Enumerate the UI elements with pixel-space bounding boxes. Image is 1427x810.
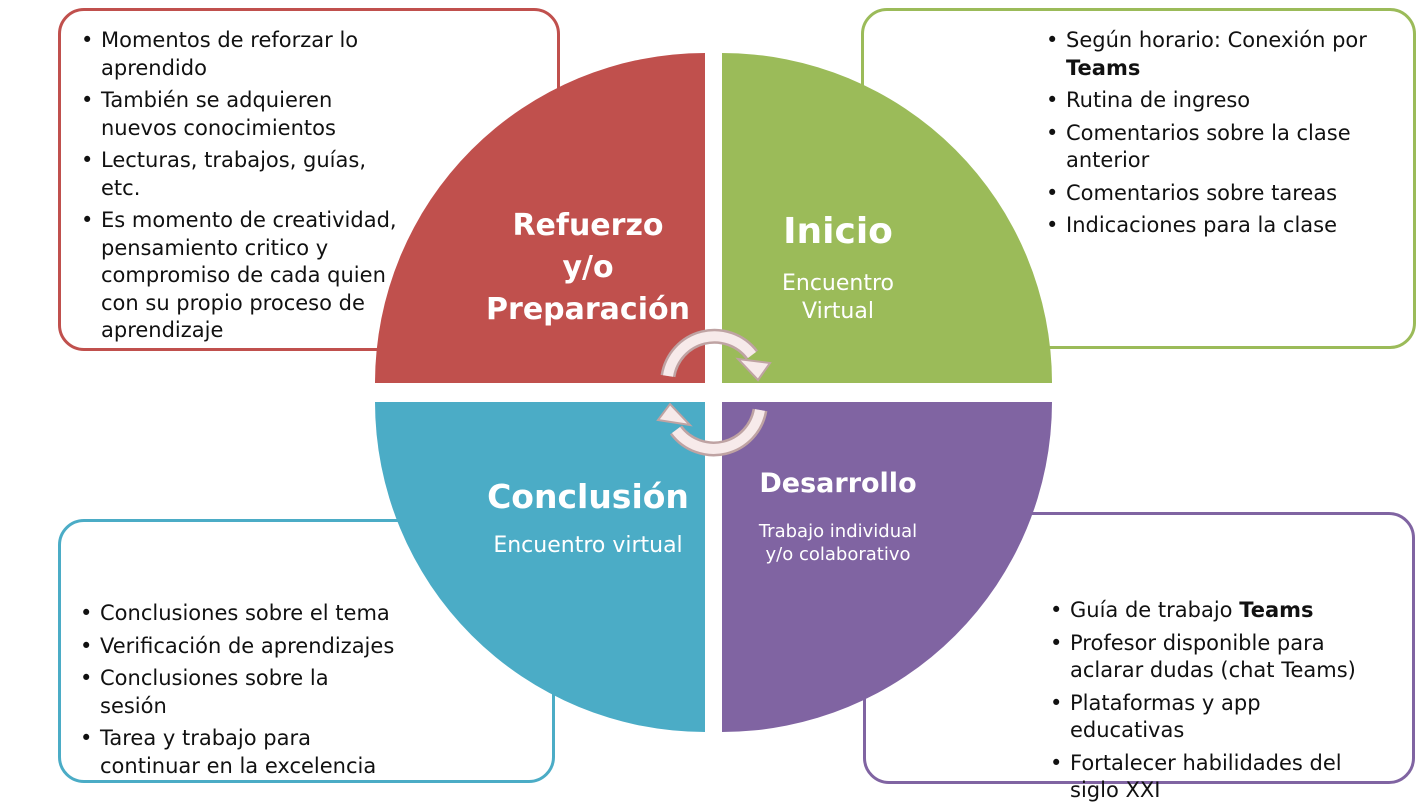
- list-item: Verificación de aprendizajes: [66, 633, 396, 661]
- inicio-title: Inicio: [783, 211, 893, 252]
- desarrollo-title: Desarrollo: [759, 468, 917, 499]
- refuerzo-title-line: y/o: [562, 250, 614, 285]
- quadrant-desarrollo: [722, 402, 1052, 732]
- desarrollo-list: Guía de trabajo Teams Profesor disponibl…: [1036, 597, 1381, 810]
- refuerzo-title-line: Preparación: [486, 292, 690, 327]
- list-item: Lecturas, trabajos, guías, etc.: [67, 147, 397, 202]
- list-item: Tarea y trabajo para continuar en la exc…: [66, 725, 390, 780]
- list-item: Momentos de reforzar lo aprendido: [67, 27, 397, 82]
- list-item: Según horario: Conexión por Teams: [1032, 27, 1372, 82]
- conclusion-subtitle: Encuentro virtual: [493, 533, 683, 558]
- list-item: Conclusiones sobre el tema: [66, 600, 396, 628]
- cycle-arrow-top-icon: [660, 328, 772, 382]
- refuerzo-title-line: Refuerzo: [512, 208, 664, 243]
- desarrollo-subtitle-line: y/o colaborativo: [765, 544, 911, 565]
- quadrant-conclusion: [375, 402, 705, 732]
- cycle-wheel: [375, 53, 1052, 732]
- list-item-bold: Teams: [1066, 55, 1141, 80]
- inicio-subtitle: Encuentro Virtual: [748, 270, 928, 326]
- list-item: Indicaciones para la clase: [1032, 212, 1372, 240]
- desarrollo-subtitle: Trabajo individual y/o colaborativo: [738, 520, 938, 566]
- list-item: También se adquieren nuevos conocimiento…: [67, 87, 397, 142]
- inicio-subtitle-line: Encuentro: [781, 271, 894, 296]
- list-item: Comentarios sobre tareas: [1032, 180, 1372, 208]
- list-item: Profesor disponible para aclarar dudas (…: [1036, 630, 1381, 685]
- list-item: Plataformas y app educativas: [1036, 690, 1381, 745]
- refuerzo-list: Momentos de reforzar lo aprendido Tambié…: [67, 27, 397, 350]
- list-item-text: Guía de trabajo: [1070, 598, 1240, 622]
- conclusion-title: Conclusión: [487, 477, 689, 516]
- list-item: Guía de trabajo Teams: [1036, 597, 1381, 625]
- cycle-arrow-bottom-icon: [656, 402, 768, 457]
- refuerzo-title: Refuerzo y/o Preparación: [478, 205, 698, 331]
- list-item-bold: Teams: [1239, 598, 1314, 622]
- desarrollo-subtitle-line: Trabajo individual: [758, 521, 918, 542]
- inicio-subtitle-line: Virtual: [802, 299, 874, 324]
- list-item: Rutina de ingreso: [1032, 87, 1372, 115]
- quadrant-refuerzo: [375, 53, 705, 383]
- desarrollo-box: Guía de trabajo Teams Profesor disponibl…: [863, 512, 1415, 802]
- list-item-text: Según horario: Conexión por: [1066, 28, 1367, 52]
- list-item: Conclusiones sobre la sesión: [66, 665, 396, 720]
- list-item: Comentarios sobre la clase anterior: [1032, 120, 1372, 175]
- conclusion-list: Conclusiones sobre el tema Verificación …: [66, 600, 396, 785]
- quadrant-inicio: [722, 53, 1052, 383]
- inicio-list: Según horario: Conexión por Teams Rutina…: [1032, 27, 1372, 245]
- list-item: Es momento de creatividad, pensamiento c…: [67, 207, 411, 345]
